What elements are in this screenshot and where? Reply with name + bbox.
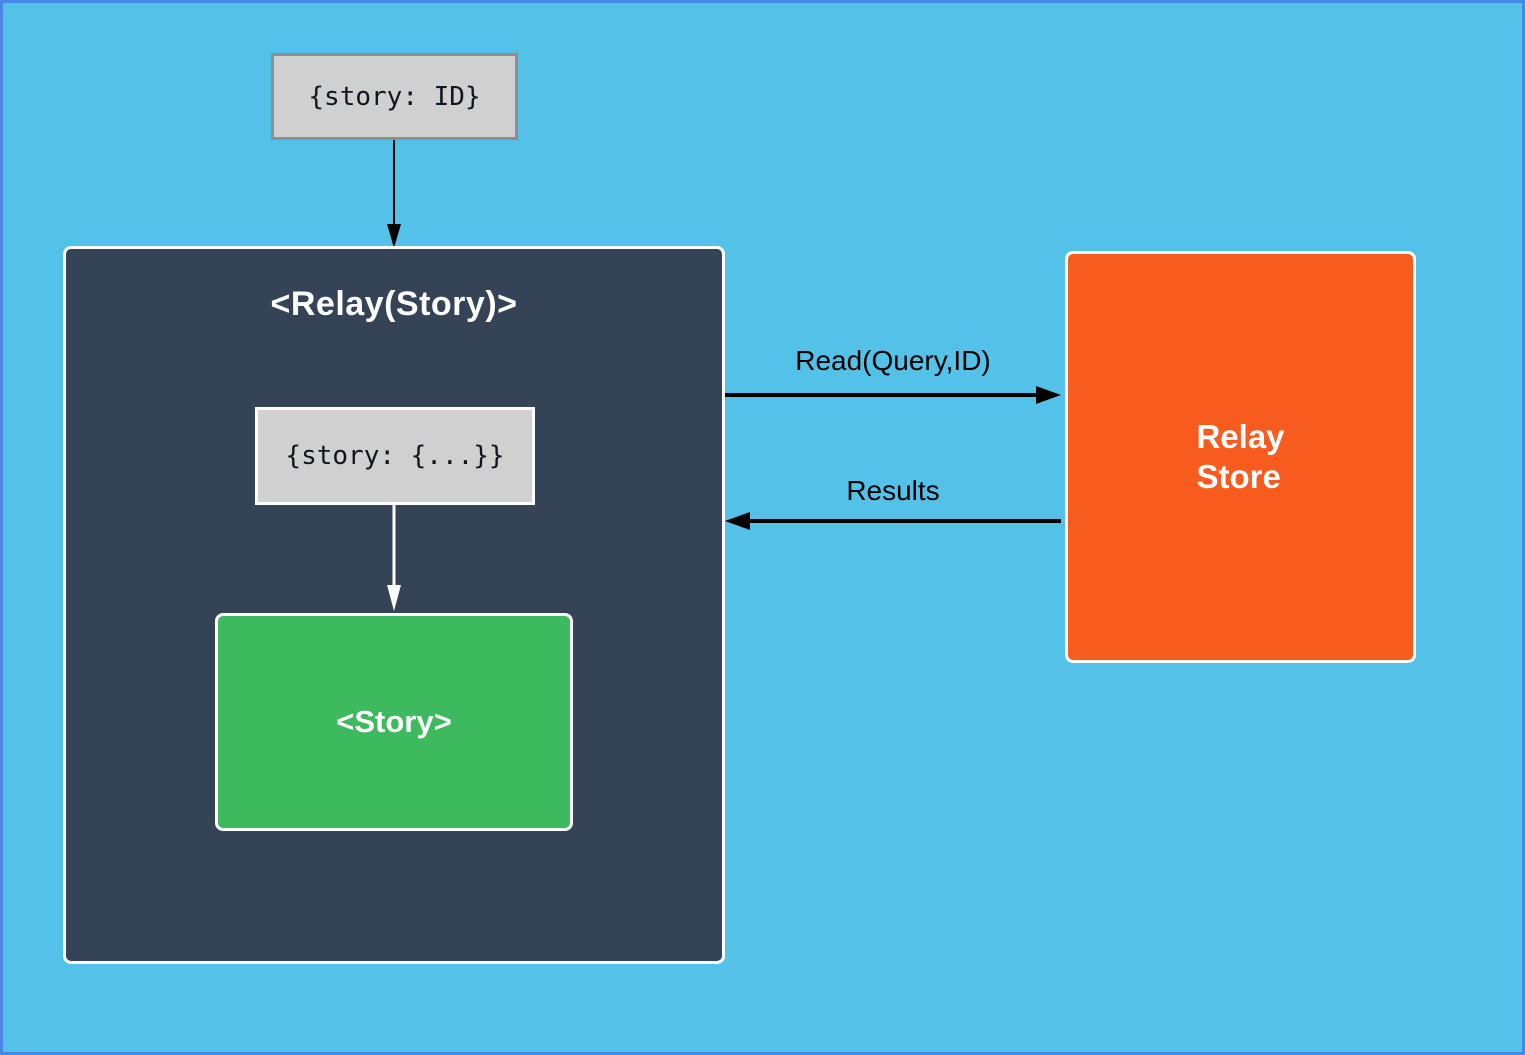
props-input-label: {story: ID} <box>308 81 481 112</box>
relay-store-title: Relay Store <box>1196 417 1284 497</box>
read-edge-label: Read(Query,ID) <box>795 345 991 376</box>
relay-store-node: Relay Store <box>1065 251 1416 663</box>
arrow-read-icon <box>725 386 1061 404</box>
relay-store-title-line2: Store <box>1196 458 1281 495</box>
relay-store-title-line1: Relay <box>1196 418 1285 455</box>
arrow-props-to-story-icon <box>387 505 401 611</box>
results-edge-label: Results <box>846 475 940 506</box>
props-input-node: {story: ID} <box>271 53 518 140</box>
story-component-label: <Story> <box>336 704 452 739</box>
arrow-results-icon <box>725 512 1061 530</box>
resolved-props-node: {story: {...}} <box>255 407 535 505</box>
story-component-node: <Story> <box>215 613 573 831</box>
relay-container-title: <Relay(Story)> <box>270 285 518 323</box>
arrow-props-to-container-icon <box>387 140 401 248</box>
resolved-props-label: {story: {...}} <box>285 441 505 471</box>
